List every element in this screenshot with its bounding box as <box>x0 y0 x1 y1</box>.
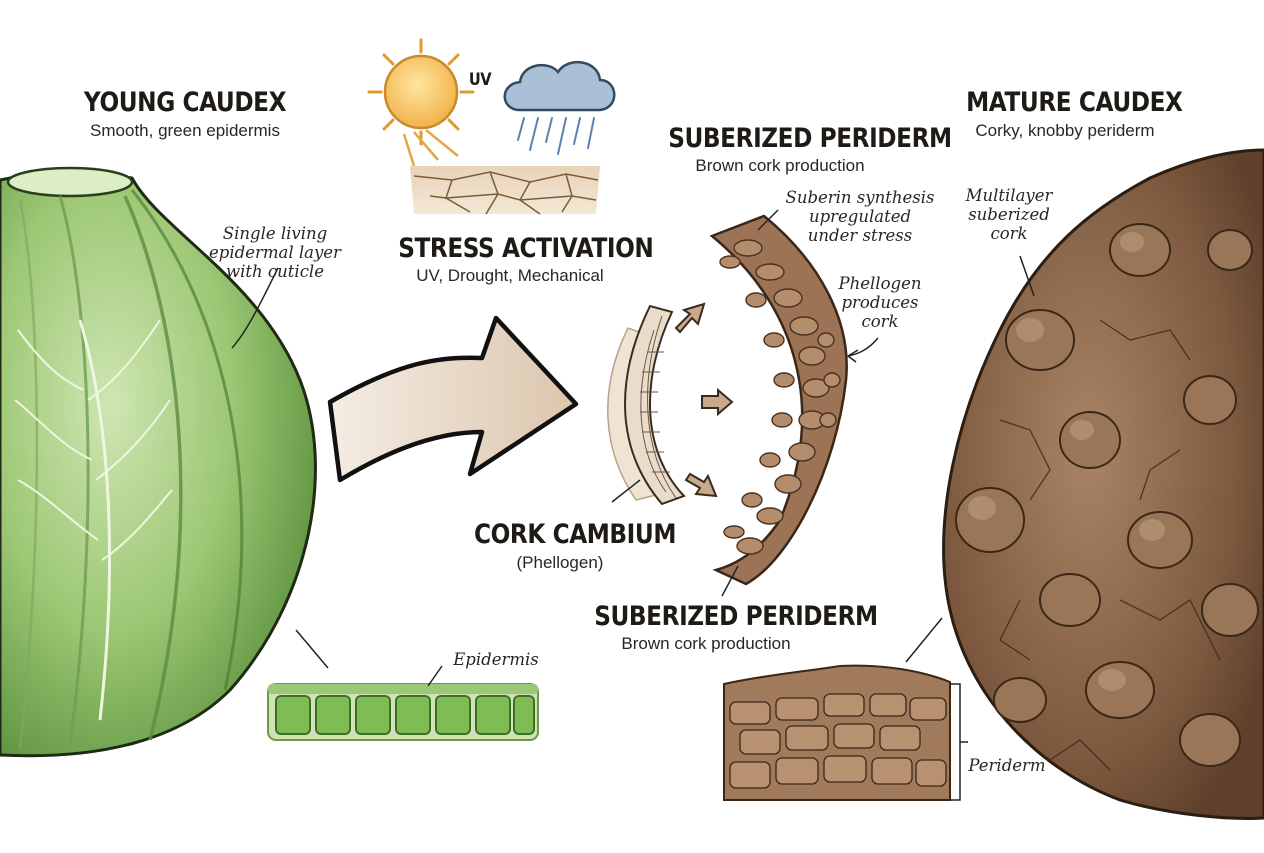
mature-caudex-title: MATURE CAUDEX <box>966 87 1183 118</box>
multilayer-cork-note: Multilayer suberized cork <box>965 186 1053 243</box>
suberin-note-leader <box>757 209 779 231</box>
suberin-synthesis-note: Suberin synthesis upregulated under stre… <box>785 188 935 245</box>
cork-cambium-subtitle: (Phellogen) <box>516 553 604 572</box>
mature-caudex-illustration <box>905 148 1264 820</box>
transition-arrow <box>327 315 579 483</box>
stress-activation-subtitle: UV, Drought, Mechanical <box>416 266 604 285</box>
sun-icon <box>367 38 475 167</box>
periderm-cell-block <box>723 664 968 801</box>
young-caudex-title: YOUNG CAUDEX <box>83 87 287 118</box>
suberized-periderm-subtitle-bottom: Brown cork production <box>621 634 791 653</box>
suberized-periderm-section <box>709 214 848 597</box>
uv-label: UV <box>468 70 492 90</box>
cork-cambium-section <box>607 304 686 506</box>
rain-cloud-icon <box>503 60 616 155</box>
growth-arrows <box>674 302 734 498</box>
epidermis-label: Epidermis <box>453 650 539 669</box>
suberized-periderm-subtitle-top: Brown cork production <box>695 156 865 175</box>
young-note-leader <box>231 267 279 349</box>
phellogen-produces-note: Phellogen produces cork <box>838 274 922 331</box>
young-caudex-illustration <box>0 166 317 758</box>
phellogen-note-leader <box>847 337 879 357</box>
young-epidermal-note: Single living epidermal layer with cutic… <box>209 224 341 281</box>
periderm-label: Periderm <box>968 756 1046 775</box>
mature-caudex-subtitle: Corky, knobby periderm <box>975 121 1155 140</box>
epidermis-cell-strip <box>267 665 539 741</box>
stress-activation-title: STRESS ACTIVATION <box>398 233 654 264</box>
epidermis-detail-leader <box>295 629 329 669</box>
young-caudex-subtitle: Smooth, green epidermis <box>90 121 280 140</box>
suberized-periderm-title-bottom: SUBERIZED PERIDERM <box>594 601 878 632</box>
cork-cambium-title: CORK CAMBIUM <box>474 519 677 550</box>
cracked-soil-illustration <box>410 166 600 215</box>
suberized-periderm-title-top: SUBERIZED PERIDERM <box>668 123 952 154</box>
